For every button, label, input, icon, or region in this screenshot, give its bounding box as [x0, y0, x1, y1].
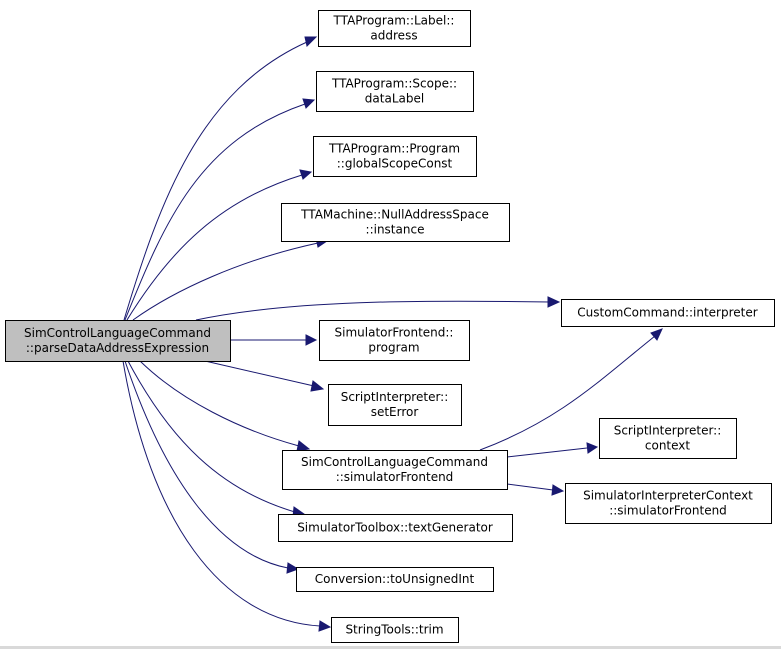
- node-box: [296, 567, 494, 592]
- node-program-globalscopeconst[interactable]: TTAProgram::Program::globalScopeConst: [313, 136, 477, 177]
- node-customcommand-interpreter[interactable]: CustomCommand::interpreter: [561, 299, 775, 327]
- node-box: [278, 514, 513, 542]
- node-label-line: ::globalScopeConst: [337, 157, 453, 171]
- nodes-layer: SimControlLanguageCommand::parseDataAddr…: [5, 10, 775, 643]
- edge-simcontrol-simulatorfrontend-to-scriptinterpreter-context: [506, 442, 599, 458]
- node-label-line: SimulatorFrontend::: [335, 326, 454, 340]
- bottom-divider: [0, 646, 781, 649]
- node-label-line: address: [370, 29, 417, 43]
- node-box: [319, 320, 470, 361]
- edge-line: [126, 174, 303, 321]
- arrowhead-icon: [286, 562, 300, 574]
- node-stringtools-trim[interactable]: StringTools::trim: [331, 617, 459, 643]
- node-box: [331, 617, 459, 643]
- node-simcontrol-simulatorfrontend[interactable]: SimControlLanguageCommand::simulatorFron…: [282, 450, 508, 490]
- edge-root-to-toolbox-textgenerator: [127, 360, 306, 518]
- edge-line: [124, 103, 306, 321]
- node-scriptinterpreter-context[interactable]: ScriptInterpreter::context: [599, 418, 737, 459]
- edge-line: [506, 483, 554, 491]
- node-box: [282, 450, 508, 490]
- edge-root-to-customcommand-interpreter: [195, 296, 561, 321]
- arrowhead-icon: [296, 440, 311, 452]
- arrowhead-icon: [299, 169, 313, 180]
- edge-root-to-simcontrol-simulatorfrontend: [139, 360, 311, 452]
- node-toolbox-textgenerator[interactable]: SimulatorToolbox::textGenerator: [278, 514, 513, 542]
- arrowhead-icon: [310, 380, 325, 392]
- node-label-line: TTAMachine::NullAddressSpace: [300, 208, 489, 222]
- edge-line: [132, 242, 319, 321]
- node-box: [313, 136, 477, 177]
- edge-line: [123, 41, 308, 321]
- edge-root-to-stringtools-trim: [122, 360, 332, 632]
- edge-root-to-scriptinterpreter-seterror: [204, 360, 325, 392]
- node-label-line: CustomCommand::interpreter: [577, 306, 757, 320]
- node-label-line: SimulatorInterpreterContext: [583, 489, 753, 503]
- arrowhead-icon: [318, 620, 332, 632]
- edge-root-to-nulladdressspace-instance: [132, 237, 329, 321]
- node-label-line: TTAProgram::Label::: [333, 14, 455, 28]
- arrowhead-icon: [302, 98, 316, 109]
- edge-line: [204, 360, 315, 387]
- edge-root-to-conversion-tounsignedint: [124, 360, 300, 574]
- node-label-line: dataLabel: [365, 92, 424, 106]
- edge-root-to-program-globalscopeconst: [126, 169, 313, 321]
- node-scope-datalabel[interactable]: TTAProgram::Scope::dataLabel: [316, 71, 474, 112]
- node-label-line: context: [645, 439, 691, 453]
- node-label-line: StringTools::trim: [345, 623, 443, 637]
- arrowhead-icon: [586, 442, 599, 454]
- edge-line: [506, 447, 588, 458]
- node-simulatorfrontend-program[interactable]: SimulatorFrontend::program: [319, 320, 470, 361]
- node-label-line: SimulatorToolbox::textGenerator: [297, 521, 493, 535]
- edge-simcontrol-simulatorfrontend-to-customcommand-interpreter: [479, 328, 663, 451]
- edge-line: [124, 360, 289, 569]
- node-box: [5, 320, 231, 362]
- node-box: [328, 384, 462, 426]
- edge-line: [127, 360, 296, 513]
- node-label-line: ::parseDataAddressExpression: [26, 341, 209, 355]
- node-label-line: setError: [371, 405, 419, 419]
- node-label-line: SimControlLanguageCommand: [24, 326, 211, 340]
- arrowhead-icon: [305, 334, 318, 346]
- node-label-line: TTAProgram::Scope::: [331, 77, 457, 91]
- node-box: [281, 203, 510, 242]
- edge-root-to-simulatorfrontend-program: [230, 334, 318, 346]
- node-scriptinterpreter-seterror[interactable]: ScriptInterpreter::setError: [328, 384, 462, 426]
- node-box: [565, 483, 772, 524]
- node-root[interactable]: SimControlLanguageCommand::parseDataAddr…: [5, 320, 231, 362]
- node-label-line: ::instance: [366, 223, 425, 237]
- node-box: [316, 71, 474, 112]
- node-label-line: ScriptInterpreter::: [614, 424, 722, 438]
- arrowhead-icon: [650, 328, 663, 341]
- node-box: [561, 299, 775, 327]
- arrowhead-icon: [304, 36, 318, 47]
- edge-line: [122, 360, 321, 627]
- node-box: [599, 418, 737, 459]
- edge-simcontrol-simulatorfrontend-to-interpretercontext-simulatorfrontend: [506, 483, 565, 496]
- edge-line: [139, 360, 300, 447]
- arrowhead-icon: [547, 296, 561, 308]
- node-label-address[interactable]: TTAProgram::Label::address: [318, 10, 471, 47]
- node-label-line: SimControlLanguageCommand: [301, 455, 488, 469]
- edge-line: [479, 335, 656, 451]
- node-label-line: TTAProgram::Program: [328, 142, 460, 156]
- edge-root-to-label-address: [123, 36, 318, 321]
- node-label-line: ::simulatorFrontend: [609, 504, 727, 518]
- edge-root-to-scope-datalabel: [124, 98, 316, 321]
- node-conversion-tounsignedint[interactable]: Conversion::toUnsignedInt: [296, 567, 494, 592]
- node-label-line: ScriptInterpreter::: [341, 390, 449, 404]
- node-label-line: Conversion::toUnsignedInt: [315, 572, 475, 586]
- edge-line: [195, 300, 551, 321]
- node-label-line: program: [368, 341, 419, 355]
- node-nulladdressspace-instance[interactable]: TTAMachine::NullAddressSpace::instance: [281, 203, 510, 242]
- node-interpretercontext-simulatorfrontend[interactable]: SimulatorInterpreterContext::simulatorFr…: [565, 483, 772, 524]
- node-box: [318, 10, 471, 47]
- node-label-line: ::simulatorFrontend: [336, 470, 454, 484]
- arrowhead-icon: [551, 484, 565, 496]
